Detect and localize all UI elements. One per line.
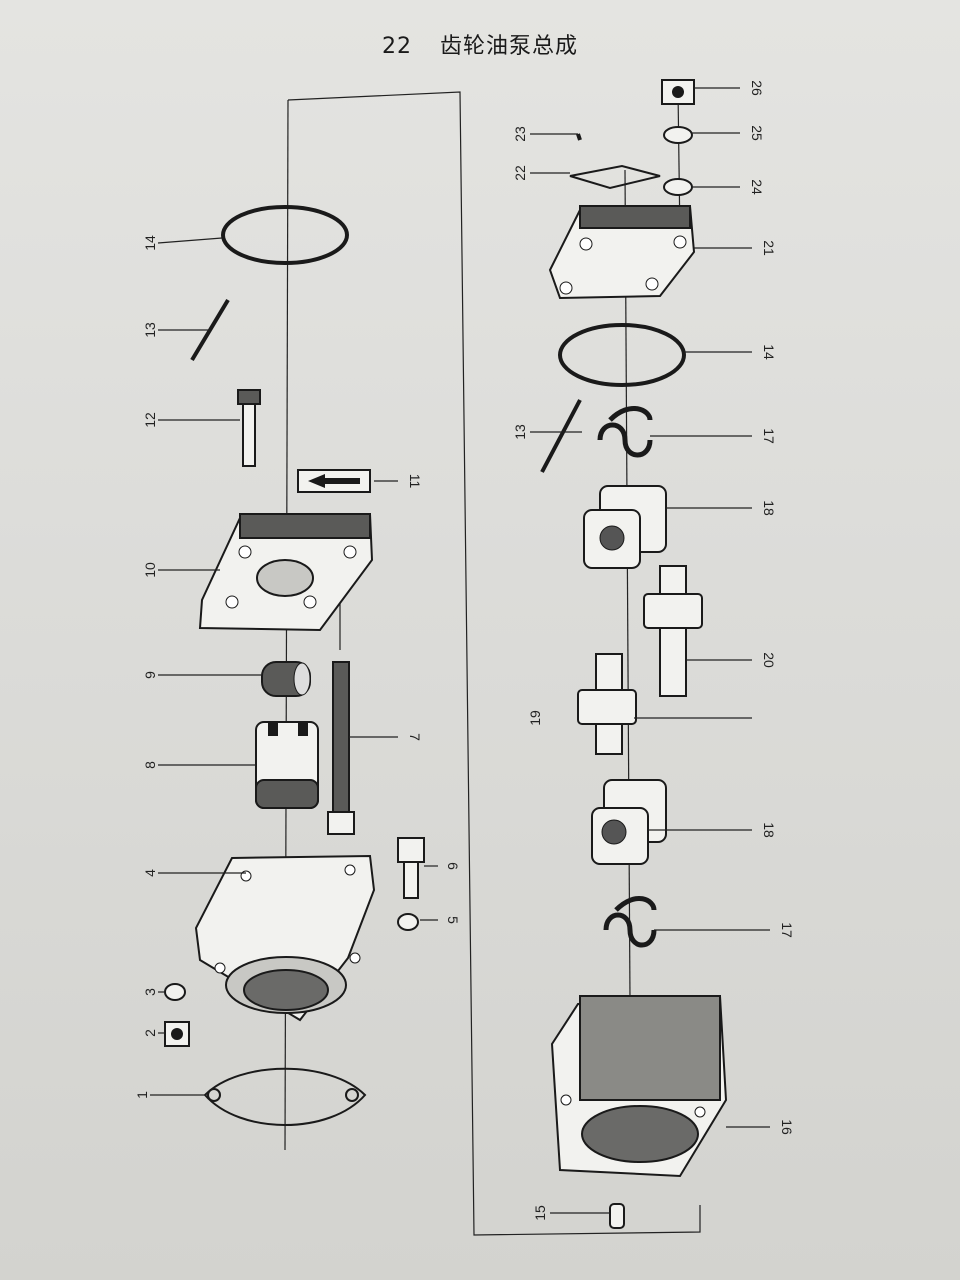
pump-end-cover [198,512,374,632]
washer-25 [663,126,693,144]
callout-14-left: 14 [142,235,158,251]
o-ring-right [558,323,686,387]
nut-26 [661,79,695,105]
driven-gear-shaft-20 [643,565,703,697]
callout-19: 19 [527,710,543,726]
nut-2 [164,1021,190,1047]
seal-strip-right [540,399,582,473]
o-ring-left [221,205,349,265]
page-title: 22 齿轮油泵总成 [0,28,960,60]
callout-9: 9 [142,671,158,679]
bolt-6 [397,837,425,899]
callout-20: 20 [761,652,777,668]
bearing-block-18-bottom [591,779,667,865]
section-number: 22 [381,34,412,59]
washer-3 [164,983,186,1001]
callout-17-top: 17 [761,428,777,444]
callout-1: 1 [134,1091,150,1099]
bearing-block-18-top [583,485,667,569]
shaft-sleeve-8 [255,721,319,809]
bearing-9 [261,661,311,697]
callout-4: 4 [142,869,158,877]
callout-21: 21 [761,240,777,256]
callout-labels: 14 13 12 11 10 9 7 8 6 5 4 3 2 1 15 16 1… [134,80,795,1221]
callout-5: 5 [445,916,461,924]
callout-8: 8 [142,761,158,769]
pump-body-16 [550,994,728,1178]
bolt-12 [237,389,261,467]
callout-26: 26 [749,80,765,96]
callout-6: 6 [445,862,461,870]
long-bolt-7 [327,661,355,835]
callout-22: 22 [512,165,528,181]
callout-11: 11 [407,474,423,489]
section-title: 齿轮油泵总成 [439,34,578,59]
callout-16: 16 [779,1119,795,1135]
callout-7: 7 [407,733,423,741]
callout-17-bottom: 17 [779,922,795,938]
assembly-frame-line [287,91,701,1236]
front-housing-4 [194,854,376,1022]
screw-23 [576,133,582,141]
callout-18-bottom: 18 [761,822,777,838]
gasket-1 [203,1067,367,1126]
callout-15: 15 [532,1205,548,1221]
spring-17-top [597,406,653,458]
washer-24 [663,178,693,196]
callout-24: 24 [749,179,765,195]
callout-2: 2 [142,1029,158,1037]
callout-14-right: 14 [761,344,777,360]
callout-10: 10 [142,562,158,578]
dowel-pin-15 [609,1203,625,1229]
rear-cover-21 [548,204,696,300]
direction-arrow-plate [297,469,371,493]
cover-plate-22 [569,164,661,190]
leader-lines [150,87,770,1214]
drive-gear-shaft-19 [577,653,637,755]
callout-25: 25 [749,125,765,141]
spring-17-bottom [603,896,657,948]
callout-12: 12 [142,412,158,428]
washer-5 [397,913,419,931]
callout-13-right: 13 [512,424,528,440]
callout-13-left: 13 [142,322,158,338]
callout-18-top: 18 [761,500,777,516]
callout-3: 3 [142,988,158,996]
callout-23: 23 [512,126,528,142]
